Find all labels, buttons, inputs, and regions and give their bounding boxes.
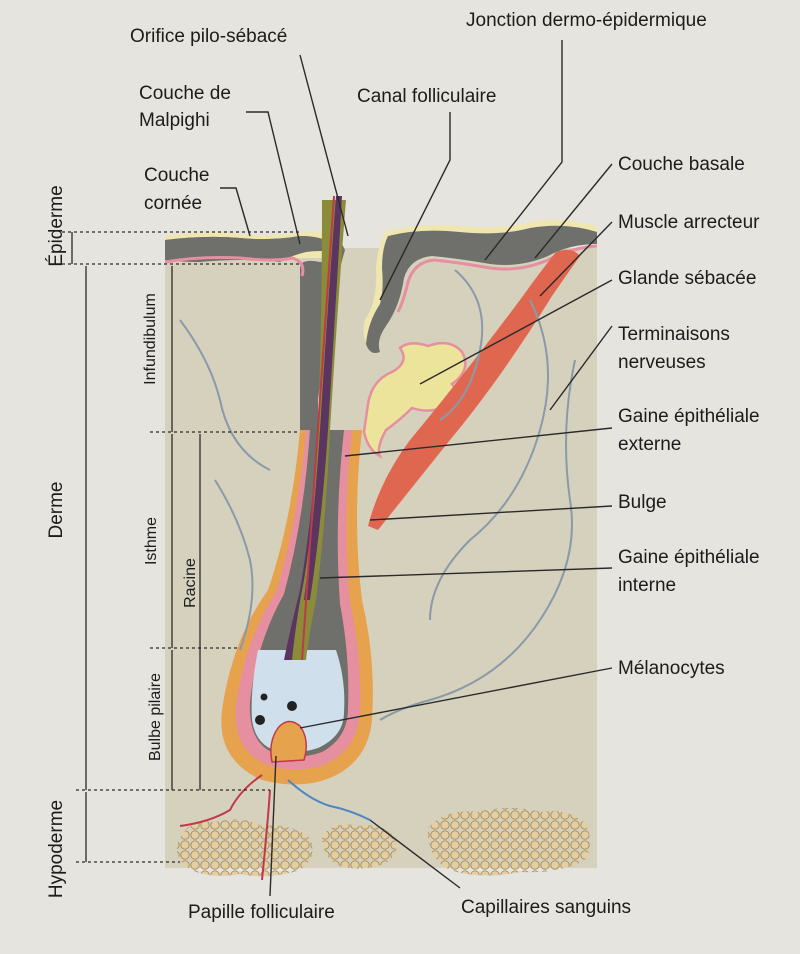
label-canal-folliculaire: Canal folliculaire xyxy=(357,86,497,107)
label-orifice-pilo-sebace: Orifice pilo-sébacé xyxy=(130,26,288,47)
region-isthme: Isthme xyxy=(143,517,160,566)
adipose-tissue xyxy=(176,808,591,877)
arrector-pili-muscle xyxy=(368,249,580,530)
dimension-lines xyxy=(62,231,300,863)
nerve-endings xyxy=(179,269,576,721)
label-couche-malpighi-line1: Couche de xyxy=(139,83,231,104)
hair-follicle xyxy=(221,195,373,785)
region-infundibulum: Infundibulum xyxy=(142,293,159,385)
label-couche-basale: Couche basale xyxy=(618,154,745,175)
capillaries xyxy=(179,774,371,881)
label-papille-folliculaire: Papille folliculaire xyxy=(188,902,335,923)
label-couche-cornee-line2: cornée xyxy=(144,193,203,214)
label-terminaisons-line1: Terminaisons xyxy=(618,324,730,345)
label-gaine-externe-line1: Gaine épithéliale xyxy=(618,406,760,427)
label-capillaires-sanguins: Capillaires sanguins xyxy=(461,897,632,918)
region-epiderme: Épiderme xyxy=(46,185,67,267)
region-hypoderme: Hypoderme xyxy=(46,799,67,899)
label-gaine-interne-line2: interne xyxy=(618,575,677,596)
label-glande-sebacee: Glande sébacée xyxy=(618,268,757,289)
label-melanocytes: Mélanocytes xyxy=(618,658,725,679)
region-derme: Derme xyxy=(46,481,67,539)
label-bulge: Bulge xyxy=(618,492,667,513)
label-jonction-dermo-epidermique: Jonction dermo-épidermique xyxy=(466,10,707,31)
label-couche-cornee-line1: Couche xyxy=(144,165,210,186)
label-muscle-arrecteur: Muscle arrecteur xyxy=(618,212,760,233)
label-terminaisons-line2: nerveuses xyxy=(618,352,706,373)
region-racine: Racine xyxy=(182,558,199,608)
sebaceous-gland xyxy=(362,341,467,459)
epidermis xyxy=(164,219,598,430)
label-couche-malpighi-line2: Malpighi xyxy=(139,110,210,131)
label-gaine-externe-line2: externe xyxy=(618,434,682,455)
label-gaine-interne-line1: Gaine épithéliale xyxy=(618,547,760,568)
region-bulbe-pilaire: Bulbe pilaire xyxy=(147,672,164,762)
leader-lines xyxy=(220,40,613,897)
dermis-region xyxy=(165,248,597,868)
